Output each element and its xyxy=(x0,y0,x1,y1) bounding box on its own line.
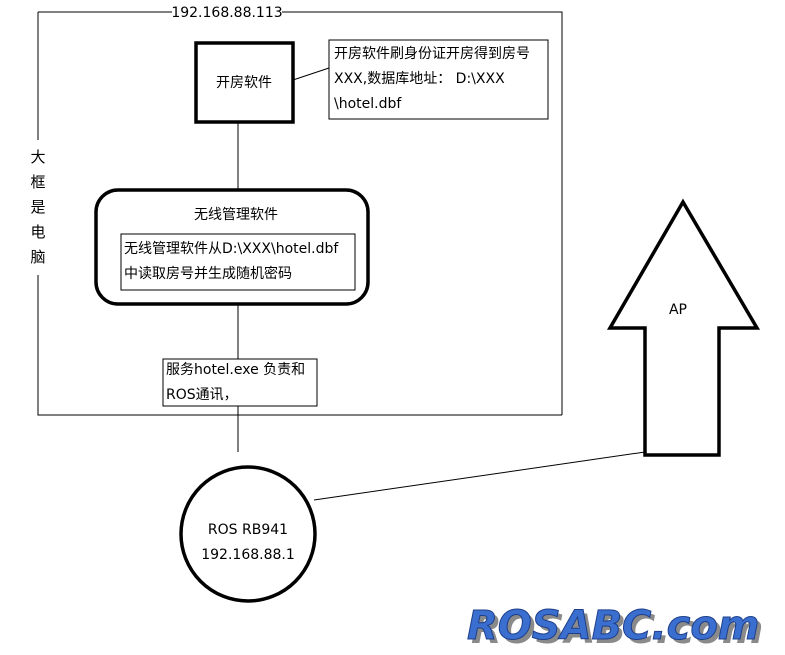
computer-ip-label: 192.168.88.113 xyxy=(171,5,282,21)
hotel-software-box xyxy=(194,41,295,124)
wireless-mgmt-label: 无线管理软件 xyxy=(194,207,278,223)
side-label-char: 脑 xyxy=(30,248,45,266)
router-ip: 192.168.88.1 xyxy=(201,547,295,563)
wireless-mgmt-note-box xyxy=(120,233,356,291)
connector-router-to-ap xyxy=(313,451,646,501)
computer-frame-top-right xyxy=(282,11,563,415)
connector-hotel-to-note xyxy=(292,67,330,81)
rosabc-logo: ROSABC.com ROSABC.com xyxy=(467,603,764,654)
side-label-char: 是 xyxy=(30,198,45,216)
hotel-software-note-line: \hotel.dbf xyxy=(334,96,402,112)
computer-frame-left-lower xyxy=(37,275,562,416)
rosabc-logo-shadow: ROSABC.com xyxy=(471,607,763,653)
ap-arrow xyxy=(606,198,761,457)
side-label-char: 大 xyxy=(30,148,45,166)
hotel-software-label: 开房软件 xyxy=(216,75,272,91)
side-label-char: 电 xyxy=(30,223,45,241)
hotel-software-note-line: XXX,数据库地址： D:\XXX xyxy=(334,71,505,87)
computer-frame xyxy=(37,11,563,416)
ap-label: AP xyxy=(669,302,687,318)
side-label-char: 框 xyxy=(30,173,45,191)
router-name: ROS RB941 xyxy=(208,522,288,538)
wireless-mgmt-note-line: 无线管理软件从D:\XXX\hotel.dbf xyxy=(124,241,339,257)
computer-side-label: 大 框 是 电 脑 xyxy=(30,148,45,266)
router-node xyxy=(179,465,317,603)
service-note-box xyxy=(162,358,318,407)
service-note-line: 服务hotel.exe 负责和 xyxy=(166,362,305,378)
service-note-line: ROS通讯， xyxy=(166,387,238,403)
hotel-software-note-box xyxy=(328,39,549,120)
hotel-software-note-line: 开房软件刷身份证开房得到房号 xyxy=(334,45,530,62)
wireless-mgmt-note-line: 中读取房号并生成随机密码 xyxy=(124,265,292,282)
rosabc-logo-text: ROSABC.com xyxy=(467,603,759,649)
